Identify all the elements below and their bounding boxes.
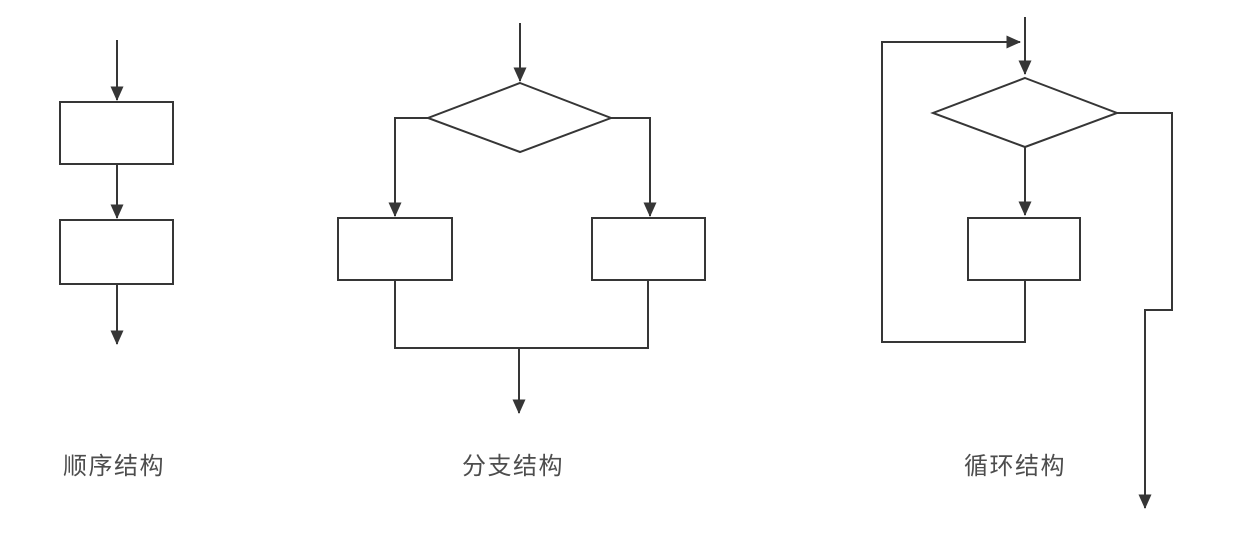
left-branch-arrow	[388, 117, 428, 217]
branch-structure-diagram	[337, 23, 706, 414]
process-box-1	[59, 101, 174, 165]
loop-structure-diagram	[881, 17, 1173, 509]
merge-connector	[394, 280, 649, 349]
branch-box-left	[337, 217, 453, 281]
sequence-structure-label: 顺序结构	[63, 453, 165, 480]
branch-box-right	[591, 217, 706, 281]
exit-connector-arrow	[1117, 112, 1173, 509]
right-branch-arrow	[611, 117, 657, 217]
loop-structure-label: 循环结构	[964, 453, 1066, 480]
decision-diamond	[930, 76, 1120, 149]
decision-diamond	[425, 81, 614, 154]
loop-back-arrow	[881, 35, 1026, 343]
branch-structure-label: 分支结构	[462, 453, 564, 480]
sequence-structure-diagram	[59, 40, 174, 345]
loop-body-box	[967, 217, 1081, 281]
process-box-2	[59, 219, 174, 285]
